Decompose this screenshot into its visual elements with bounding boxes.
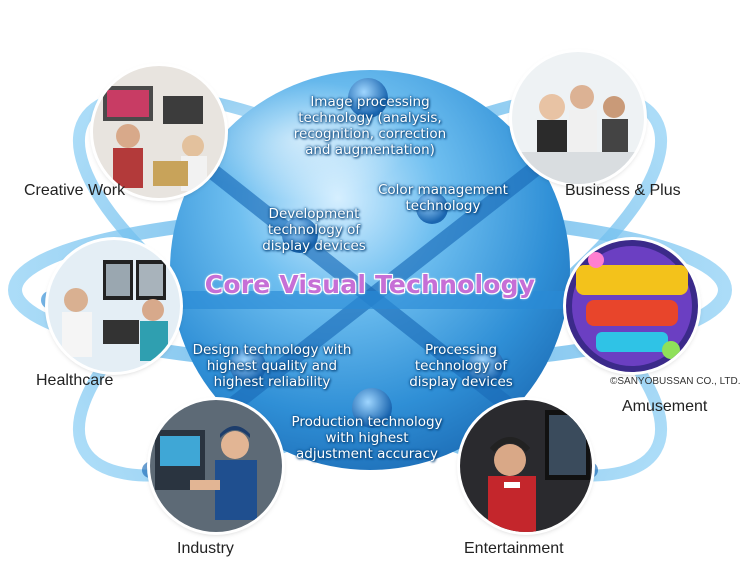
- entertainment-photo: [460, 400, 592, 532]
- industry-photo: [150, 400, 282, 532]
- tech-line: recognition, correction: [293, 126, 447, 142]
- field-label-business: Business & Plus: [565, 182, 681, 199]
- tech-line: technology of: [267, 222, 361, 238]
- field-label-creative-work: Creative Work: [24, 182, 126, 199]
- tech-production-accuracy: Production technology with highest adjus…: [272, 414, 462, 462]
- tech-image-processing: Image processing technology (analysis, r…: [270, 94, 470, 158]
- healthcare-photo: [48, 240, 180, 372]
- creative-work-photo: [93, 66, 225, 198]
- tech-color-management: Color management technology: [360, 182, 526, 214]
- amusement-photo: [566, 240, 698, 372]
- tech-line: Design technology with: [192, 342, 352, 358]
- business-photo: [512, 52, 644, 184]
- tech-development-display: Development technology of display device…: [236, 206, 392, 254]
- field-label-industry: Industry: [177, 540, 234, 557]
- tech-line: technology of: [414, 358, 508, 374]
- tech-line: display devices: [409, 374, 513, 390]
- tech-line: and augmentation): [305, 142, 435, 158]
- tech-line: technology (analysis,: [298, 110, 442, 126]
- amusement-copyright: ©SANYOBUSSAN CO., LTD.: [610, 376, 740, 387]
- tech-line: Production technology: [291, 414, 443, 430]
- technology-nodes: [230, 78, 504, 428]
- tech-line: adjustment accuracy: [296, 446, 438, 462]
- core-title: Core Visual Technology: [204, 270, 536, 299]
- field-label-healthcare: Healthcare: [36, 372, 114, 389]
- tech-line: highest quality and: [206, 358, 338, 374]
- field-label-amusement: Amusement: [622, 398, 708, 415]
- tech-line: Image processing: [310, 94, 430, 110]
- tech-line: with highest: [325, 430, 409, 446]
- field-label-entertainment: Entertainment: [464, 540, 564, 557]
- tech-design-quality: Design technology with highest quality a…: [172, 342, 372, 390]
- tech-line: Processing: [424, 342, 498, 358]
- tech-line: display devices: [262, 238, 366, 254]
- tech-line: highest reliability: [213, 374, 331, 390]
- tech-line: Color management: [378, 182, 508, 198]
- tech-processing-display: Processing technology of display devices: [396, 342, 526, 390]
- tech-line: technology: [405, 198, 481, 214]
- tech-line: Development: [268, 206, 360, 222]
